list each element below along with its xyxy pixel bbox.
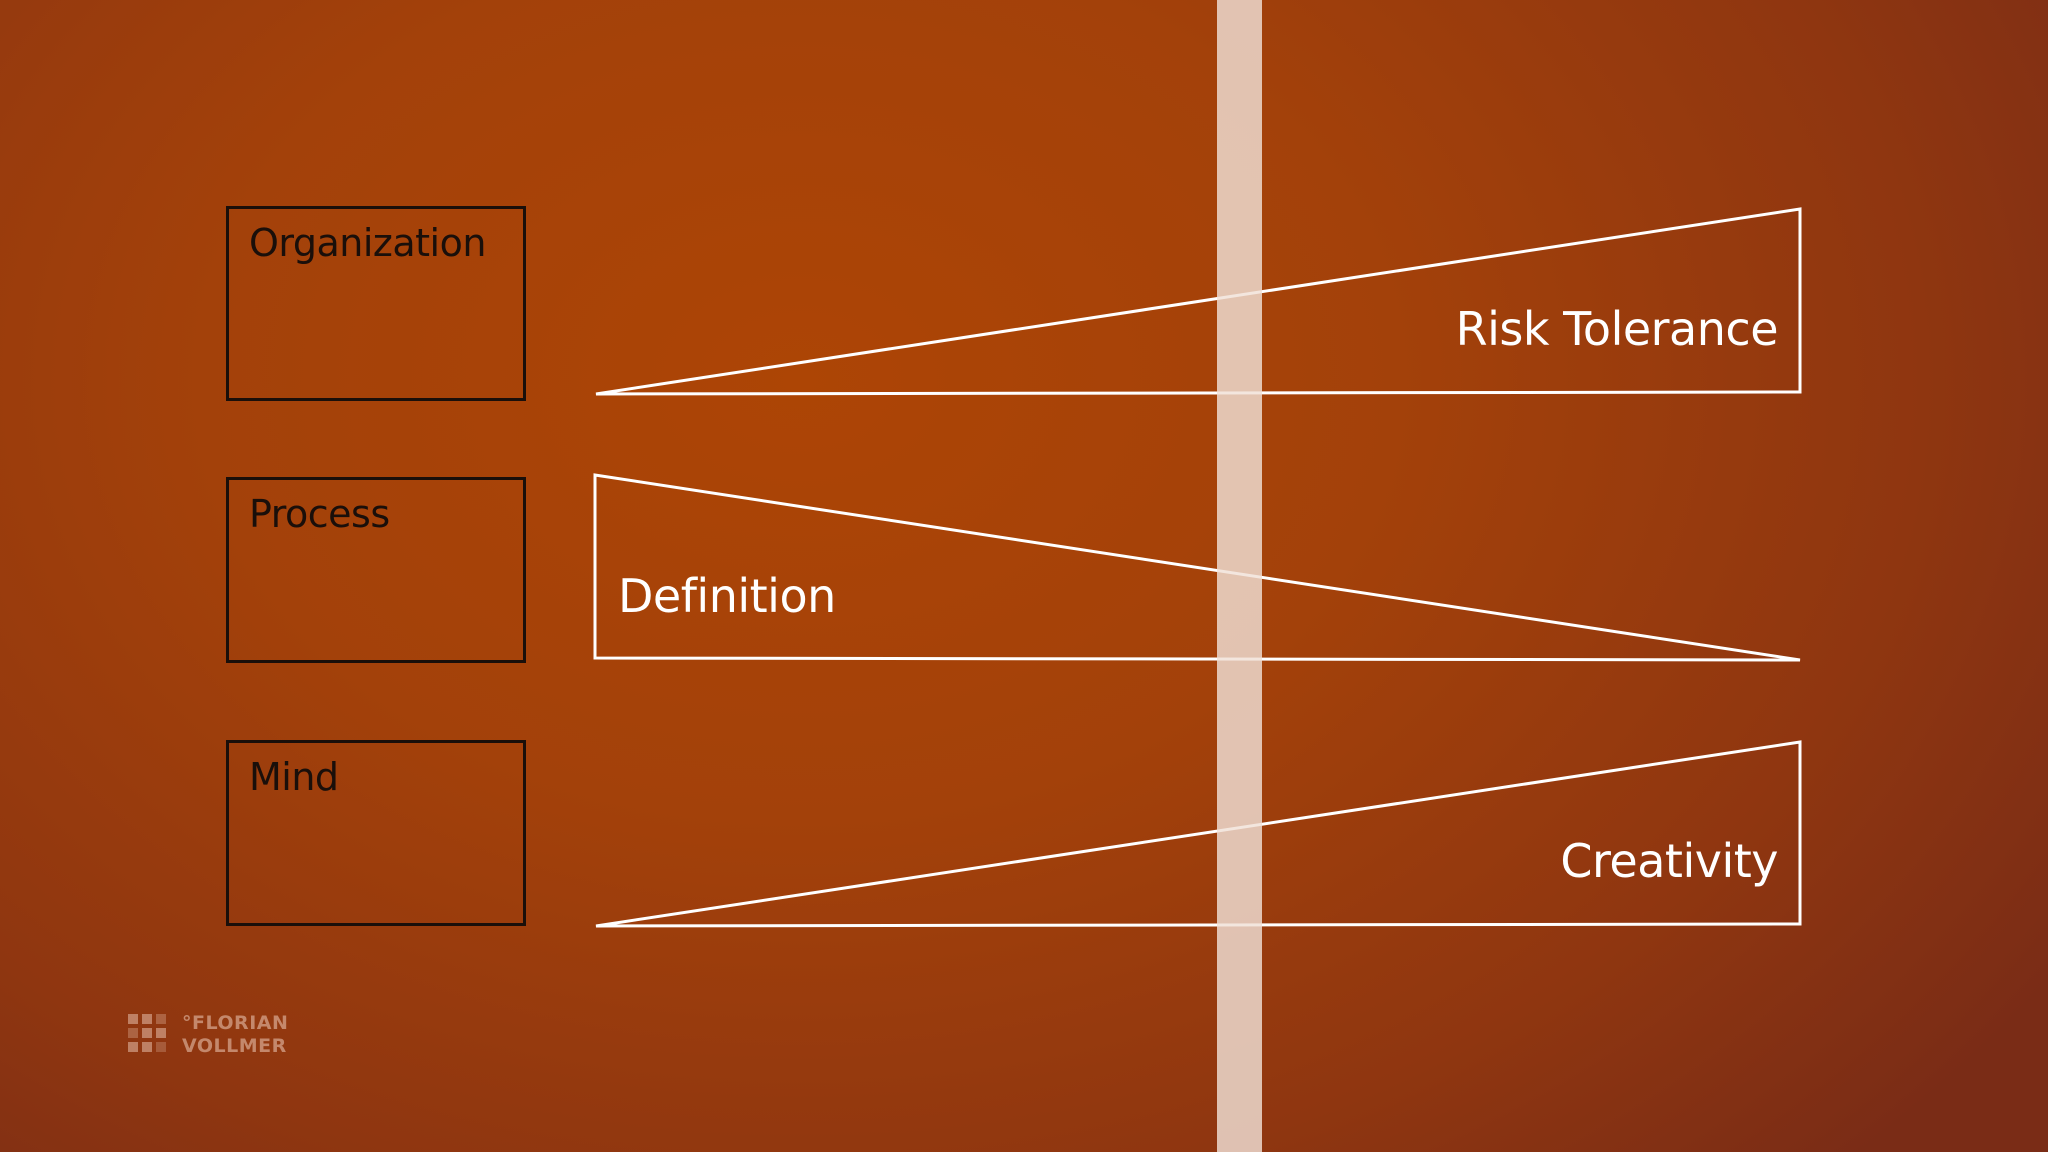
box-label: Process [249,492,390,536]
wedge-definition [593,473,1801,662]
box-label: Organization [249,221,486,265]
wedge-label-creativity: Creativity [1560,834,1778,888]
wedge-risk-tolerance [595,207,1802,396]
wedge-creativity [595,740,1802,928]
wedge-label-risk-tolerance: Risk Tolerance [1455,302,1779,356]
logo-text: °FLORIAN VOLLMER [182,1012,288,1058]
logo-grid-icon [128,1014,172,1058]
vertical-divider-bar [1217,0,1262,1152]
logo-line1: °FLORIAN [182,1012,289,1034]
wedge-label-definition: Definition [618,569,836,623]
logo-line2: VOLLMER [182,1035,287,1057]
brand-logo: °FLORIAN VOLLMER [128,1012,288,1060]
box-process: Process [226,477,526,663]
box-organization: Organization [226,206,526,401]
box-label: Mind [249,755,339,799]
box-mind: Mind [226,740,526,926]
